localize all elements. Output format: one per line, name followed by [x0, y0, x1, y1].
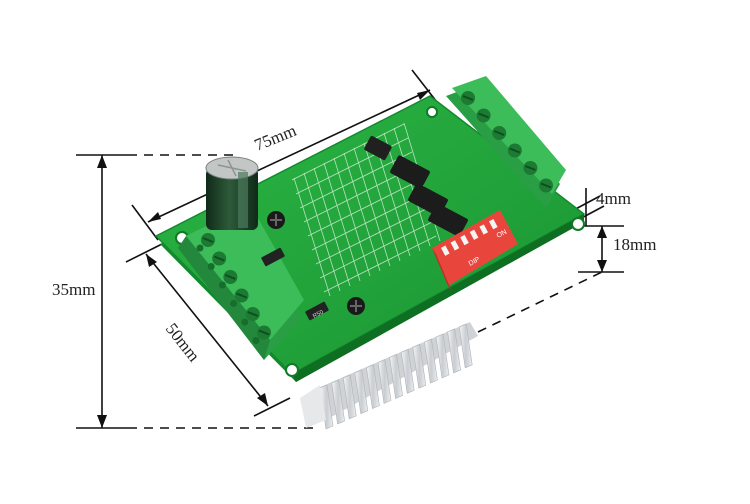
left-terminal-block — [178, 204, 304, 360]
right-terminal-block — [446, 76, 566, 208]
smd-resistors: R50 — [261, 247, 329, 321]
heatsink — [300, 322, 478, 430]
dip-label: DIP — [468, 256, 482, 268]
dip-switch: DIP ON — [432, 210, 518, 292]
electrolytic-capacitor — [205, 156, 259, 230]
height-label: 35mm — [52, 280, 96, 299]
thickness-label: 4mm — [596, 189, 631, 208]
optocouplers — [364, 136, 468, 237]
dip-on-label: ON — [496, 229, 509, 240]
resistor-code: R50 — [312, 309, 325, 320]
heatsink-height-label: 18mm — [613, 235, 657, 254]
board-screws — [267, 211, 365, 315]
